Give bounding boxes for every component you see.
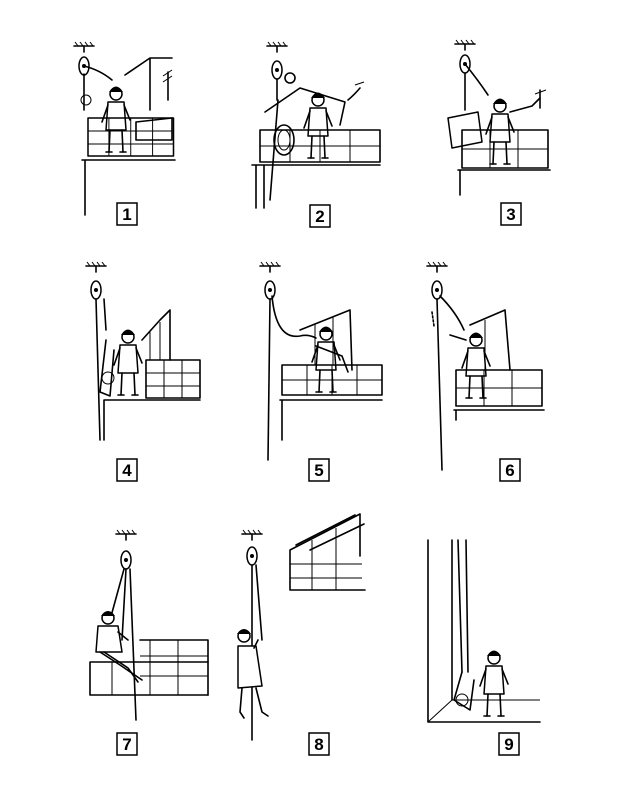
step-2-label: 2 [315, 207, 324, 226]
step-5-illustration [259, 261, 383, 461]
step-4-label: 4 [122, 461, 132, 480]
step-6-label: 6 [505, 461, 514, 480]
step-7-illustration [89, 529, 209, 721]
step-3-illustration [447, 39, 551, 196]
step-8-label: 8 [314, 735, 323, 754]
step-1-label: 1 [122, 205, 131, 224]
step-8-illustration [237, 513, 366, 741]
step-1-illustration [73, 41, 176, 216]
step-5-label: 5 [314, 461, 323, 480]
step-9-illustration [427, 539, 541, 723]
step-3-label: 3 [506, 205, 515, 224]
step-6-illustration [426, 261, 545, 471]
step-4-illustration [85, 261, 201, 441]
step-7-label: 7 [122, 735, 131, 754]
step-2-illustration [251, 41, 381, 209]
step-9-label: 9 [504, 735, 513, 754]
